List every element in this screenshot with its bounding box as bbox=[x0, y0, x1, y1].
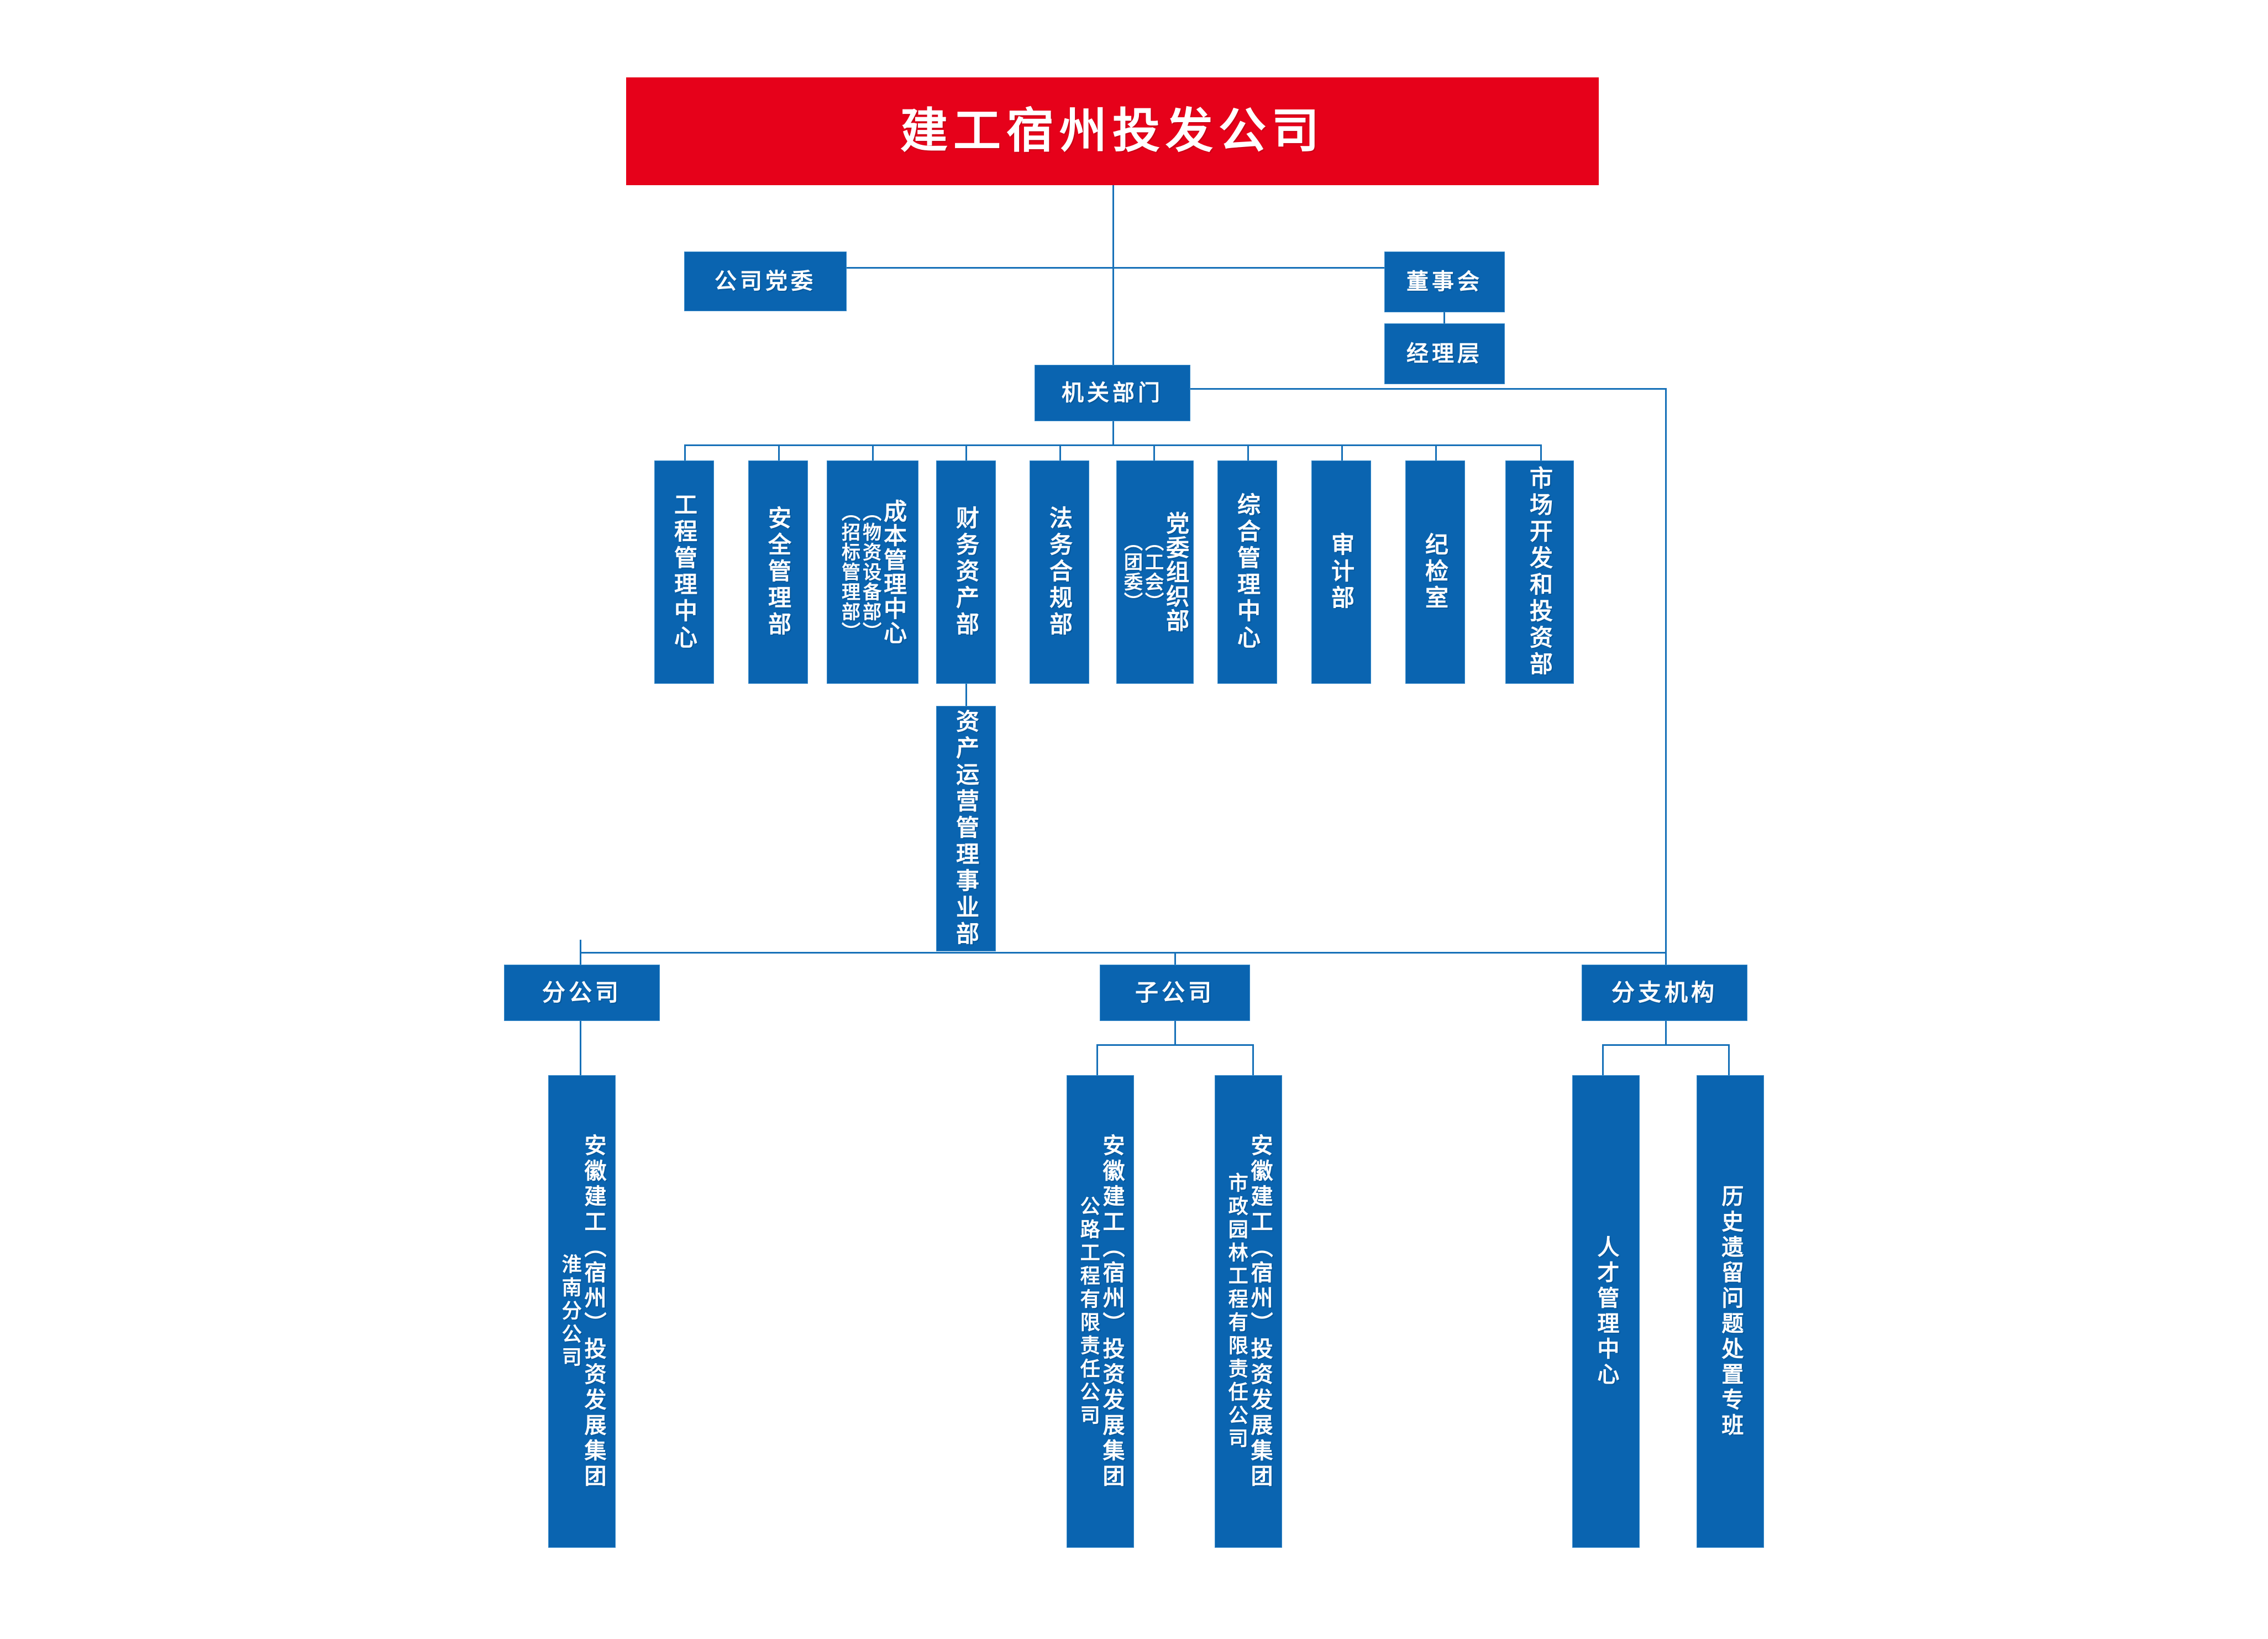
leaf-label-main: 历史遗留问题处置专班 bbox=[1718, 1184, 1744, 1439]
dept-label: 法务合规部 bbox=[1046, 506, 1073, 638]
connector-group-drop-subsidiary bbox=[1174, 952, 1176, 967]
connector-level2-bus bbox=[713, 267, 1445, 269]
dept-box-finance-assets[interactable]: 财务资产部 bbox=[936, 460, 996, 684]
dept-label: 审计部 bbox=[1327, 532, 1355, 612]
connector-dept-drop-5 bbox=[1059, 444, 1061, 461]
leaf-label-main: 安徽建工（宿州）投资发展集团 bbox=[1247, 1133, 1273, 1490]
connector-to-asset-operation bbox=[965, 684, 967, 709]
connector-dept-drop-2 bbox=[778, 444, 780, 461]
dept-label: 安全管理部 bbox=[764, 506, 792, 638]
node-board-of-directors[interactable]: 董事会 bbox=[1384, 252, 1505, 312]
connector-departments-bus bbox=[684, 444, 1541, 446]
connector-dept-drop-1 bbox=[684, 444, 686, 461]
node-functional-departments[interactable]: 机关部门 bbox=[1035, 365, 1190, 421]
dept-label-sub-2: （工会） bbox=[1141, 532, 1164, 612]
leaf-label-main: 安徽建工（宿州）投资发展集团 bbox=[1099, 1133, 1125, 1490]
dept-label: 党委组织部 bbox=[1162, 511, 1190, 633]
connector-dept-drop-10 bbox=[1540, 444, 1542, 461]
dept-label: 市场开发和投资部 bbox=[1526, 466, 1553, 678]
dept-label: 纪检室 bbox=[1421, 532, 1449, 612]
connector-branch-to-child bbox=[580, 1021, 581, 1076]
dept-box-audit[interactable]: 审计部 bbox=[1311, 460, 1371, 684]
connector-departments-stem bbox=[1112, 421, 1114, 446]
connector-subsidiary-drop-2 bbox=[1252, 1044, 1254, 1076]
dept-box-engineering-management-center[interactable]: 工程管理中心 bbox=[654, 460, 714, 684]
connector-subsidiary-bus bbox=[1096, 1044, 1252, 1046]
dept-label: 财务资产部 bbox=[952, 506, 980, 638]
dept-box-party-organization[interactable]: （团委） （工会） 党委组织部 bbox=[1116, 460, 1194, 684]
dept-label: 综合管理中心 bbox=[1233, 493, 1261, 652]
connector-dept-drop-3 bbox=[872, 444, 874, 461]
connector-dept-drop-4 bbox=[965, 444, 967, 461]
node-management-layer[interactable]: 经理层 bbox=[1384, 323, 1505, 384]
dept-label: 工程管理中心 bbox=[670, 493, 698, 652]
dept-box-cost-management-center[interactable]: （招标管理部） （物资设备部） 成本管理中心 bbox=[827, 460, 918, 684]
connector-left-spine bbox=[580, 940, 581, 953]
leaf-label-sub: 淮南分公司 bbox=[558, 1253, 581, 1370]
leaf-box-highway-engineering-ltd[interactable]: 公路工程有限责任公司 安徽建工（宿州）投资发展集团 bbox=[1067, 1075, 1134, 1548]
connector-to-functional-departments bbox=[1112, 267, 1114, 366]
connector-institution-bus bbox=[1602, 1044, 1728, 1046]
connector-institution-drop-2 bbox=[1728, 1044, 1730, 1076]
connector-group-drop-institution bbox=[1665, 952, 1667, 967]
connector-root-stem bbox=[1112, 185, 1114, 267]
leaf-box-municipal-landscape-engineering-ltd[interactable]: 市政园林工程有限责任公司 安徽建工（宿州）投资发展集团 bbox=[1215, 1075, 1282, 1548]
dept-box-asset-operation-division[interactable]: 资产运营管理事业部 bbox=[936, 706, 996, 951]
leaf-label-main: 人才管理中心 bbox=[1593, 1235, 1619, 1388]
dept-label-sub-1: （团委） bbox=[1120, 532, 1143, 612]
leaf-box-huainan-branch[interactable]: 淮南分公司 安徽建工（宿州）投资发展集团 bbox=[548, 1075, 616, 1548]
dept-label: 成本管理中心 bbox=[880, 499, 907, 645]
node-party-committee[interactable]: 公司党委 bbox=[684, 252, 847, 311]
leaf-label-main: 安徽建工（宿州）投资发展集团 bbox=[580, 1133, 606, 1490]
connector-institution-drop-1 bbox=[1602, 1044, 1604, 1076]
connector-right-spine bbox=[1665, 388, 1667, 952]
dept-box-discipline-inspection[interactable]: 纪检室 bbox=[1405, 460, 1465, 684]
leaf-box-legacy-issue-task-force[interactable]: 历史遗留问题处置专班 bbox=[1697, 1075, 1764, 1548]
connector-groups-bus bbox=[580, 952, 1667, 954]
group-header-subsidiary[interactable]: 子公司 bbox=[1100, 965, 1250, 1021]
root-node-company[interactable]: 建工宿州投发公司 bbox=[626, 77, 1599, 185]
group-header-branch-company[interactable]: 分公司 bbox=[504, 965, 660, 1021]
leaf-label-sub: 公路工程有限责任公司 bbox=[1077, 1195, 1100, 1428]
dept-box-general-management-center[interactable]: 综合管理中心 bbox=[1217, 460, 1277, 684]
leaf-box-talent-management-center[interactable]: 人才管理中心 bbox=[1572, 1075, 1640, 1548]
connector-dept-drop-8 bbox=[1341, 444, 1343, 461]
dept-label: 资产运营管理事业部 bbox=[952, 709, 980, 948]
connector-subsidiary-drop-1 bbox=[1096, 1044, 1098, 1076]
connector-group-drop-branch bbox=[580, 952, 581, 967]
group-header-branch-institution[interactable]: 分支机构 bbox=[1582, 965, 1747, 1021]
connector-dept-drop-7 bbox=[1247, 444, 1249, 461]
dept-box-legal-compliance[interactable]: 法务合规部 bbox=[1030, 460, 1089, 684]
connector-institution-stem bbox=[1665, 1021, 1667, 1045]
dept-label-sub-1: （物资设备部） bbox=[859, 502, 881, 642]
dept-box-safety-management[interactable]: 安全管理部 bbox=[748, 460, 808, 684]
connector-subsidiary-stem bbox=[1174, 1021, 1176, 1045]
dept-label-sub-2: （招标管理部） bbox=[838, 502, 860, 642]
dept-box-market-development-investment[interactable]: 市场开发和投资部 bbox=[1505, 460, 1574, 684]
connector-dept-drop-6 bbox=[1153, 444, 1155, 461]
connector-functional-right bbox=[1190, 388, 1667, 390]
leaf-label-sub: 市政园林工程有限责任公司 bbox=[1225, 1172, 1248, 1451]
connector-dept-drop-9 bbox=[1435, 444, 1437, 461]
